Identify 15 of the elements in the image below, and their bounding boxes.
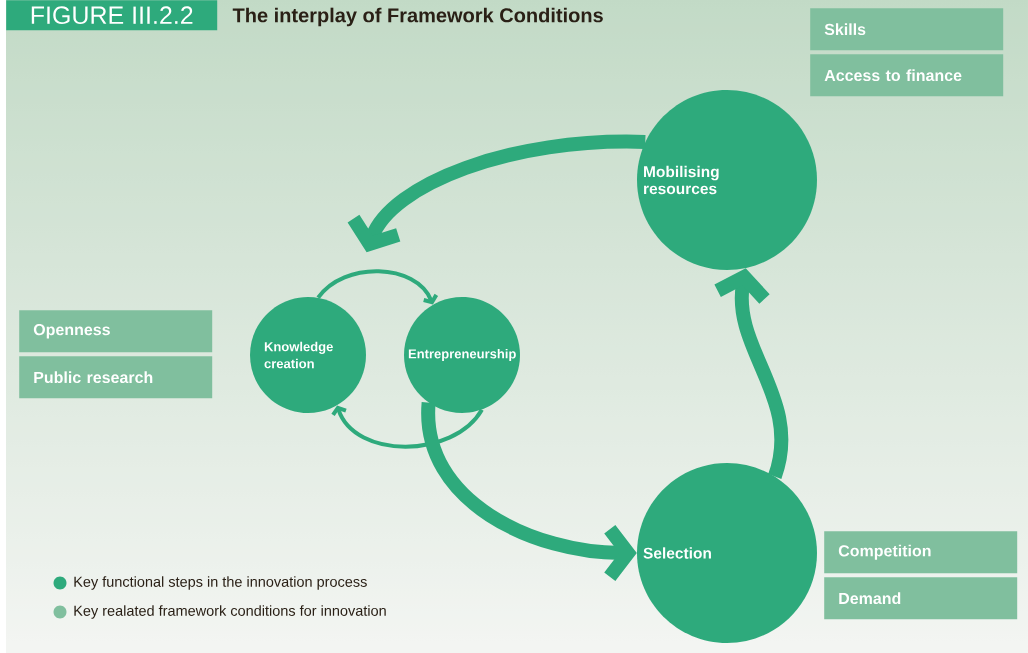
legend-text: Key functional steps in the innovation process — [74, 576, 367, 590]
title: The interplay of Framework Conditions — [232, 7, 603, 27]
condition-box: Openness — [19, 310, 213, 353]
arrow — [714, 268, 789, 479]
arrow — [421, 402, 637, 582]
condition-box: Skills — [810, 8, 1004, 51]
arrow — [347, 134, 646, 253]
condition-box: Demand — [824, 577, 1018, 620]
arrow — [316, 269, 439, 305]
condition-box: Competition — [824, 531, 1018, 574]
figure-tag: FIGURE III.2.2 — [6, 0, 218, 31]
legend-text: Key realated framework conditions for innovation — [74, 605, 386, 619]
arrow — [331, 405, 484, 449]
condition-box: Access to finance — [810, 54, 1004, 97]
condition-box: Public research — [19, 356, 213, 399]
